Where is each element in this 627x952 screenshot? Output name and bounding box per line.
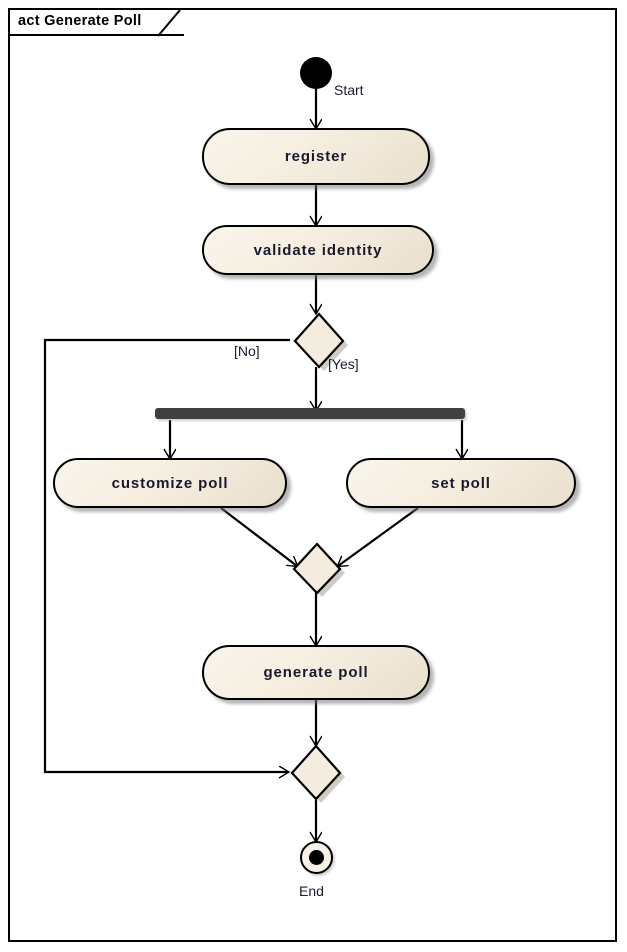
decision-validate-identity[interactable] (288, 311, 350, 371)
action-set-poll-label: set poll (431, 474, 491, 492)
end-node-label: End (299, 883, 324, 899)
end-node[interactable] (300, 841, 333, 874)
guard-label-no: [No] (234, 343, 260, 359)
action-validate-identity[interactable]: validate identity (202, 225, 434, 275)
diagram-frame-tab-slant-icon (158, 9, 181, 37)
guard-label-yes: [Yes] (328, 356, 359, 372)
start-node[interactable] (300, 57, 332, 89)
action-customize-poll-label: customize poll (111, 474, 229, 492)
action-register-label: register (284, 148, 348, 165)
merge-parallel-branches[interactable] (290, 541, 348, 597)
end-node-inner-dot (309, 850, 324, 865)
diagram-frame (8, 8, 617, 942)
action-set-poll[interactable]: set poll (346, 458, 576, 508)
diagram-frame-tab (8, 8, 184, 36)
action-generate-poll[interactable]: generate poll (202, 645, 430, 700)
merge-final[interactable] (286, 743, 348, 803)
fork-bar[interactable] (155, 408, 465, 419)
action-customize-poll[interactable]: customize poll (53, 458, 287, 508)
action-validate-identity-label: validate identity (253, 241, 383, 259)
diagram-title: act Generate Poll (18, 13, 142, 29)
action-register[interactable]: register (202, 128, 430, 185)
action-generate-poll-label: generate poll (263, 664, 369, 681)
start-node-label: Start (334, 82, 364, 98)
